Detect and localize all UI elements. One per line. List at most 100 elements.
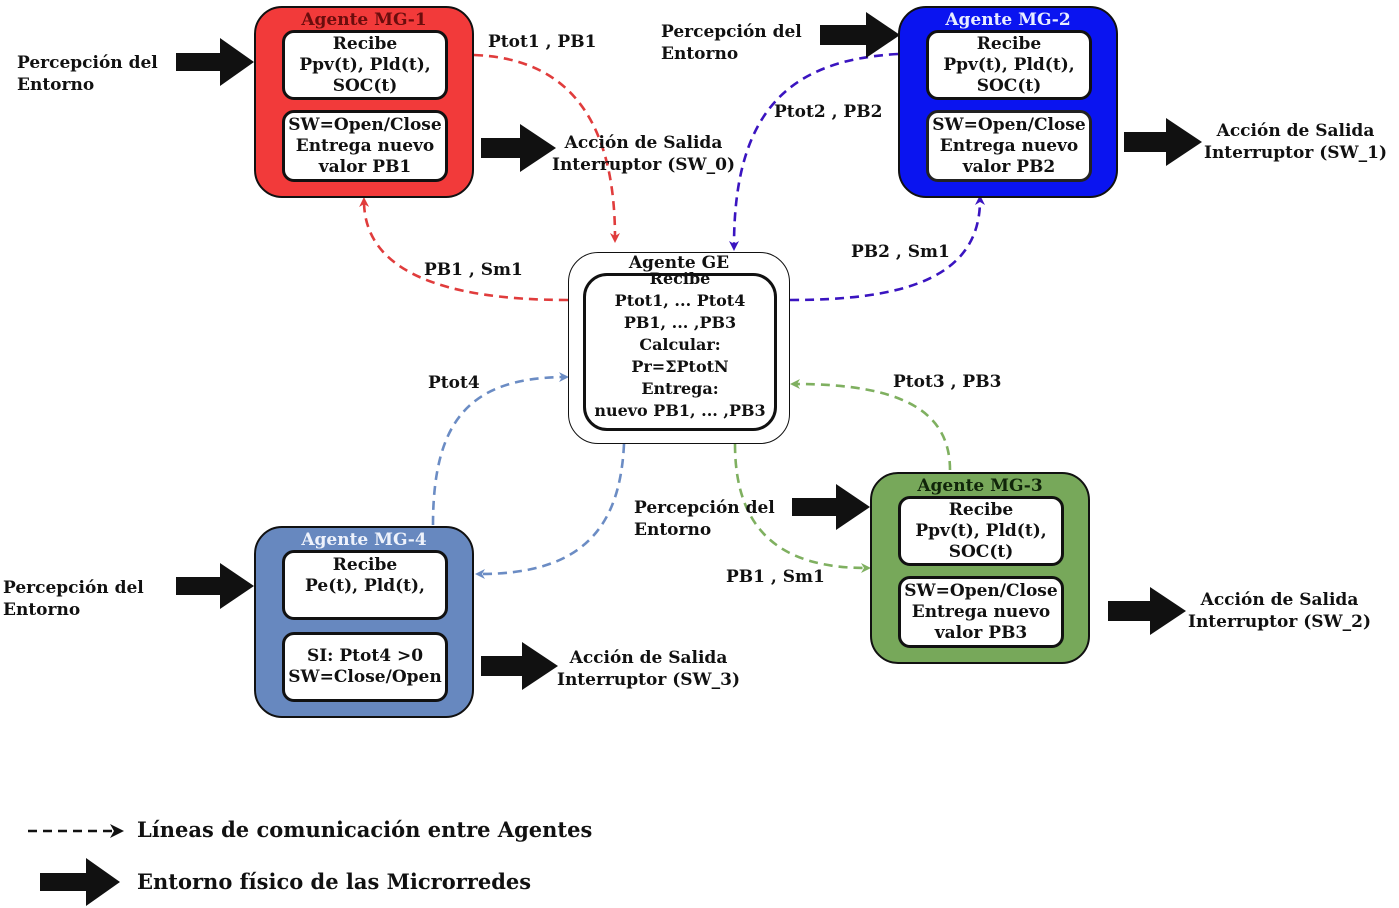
output-line: Acción de Salida	[564, 133, 723, 153]
receive-line: Ppv(t), Pld(t),	[915, 520, 1047, 541]
perception-line1: Percepción del	[3, 578, 144, 598]
perception-line2: Entorno	[634, 520, 712, 540]
link-label-ge-to-mg3: PB1 , Sm1	[726, 567, 825, 587]
ge-body-line: Calcular:	[639, 335, 721, 354]
link-mg3-to-ge	[790, 379, 952, 471]
output-label-sw0: Acción de Salida Interruptor (SW_0)	[552, 132, 735, 176]
perception-line2: Entorno	[661, 44, 739, 64]
action-line: valor PB2	[962, 156, 1056, 177]
output-arrow-mg1	[481, 124, 556, 172]
legend-dashed-arrowhead	[110, 824, 124, 838]
output-arrow-mg2	[1124, 118, 1202, 166]
link-ge-to-mg1	[359, 197, 569, 302]
link-ge-to-mg3	[733, 443, 871, 573]
receive-line: SOC(t)	[976, 75, 1042, 96]
ge-body-line: nuevo PB1, ... ,PB3	[594, 401, 766, 420]
action-line: SW=Open/Close	[932, 114, 1086, 135]
agent-mg1[interactable]: Agente MG-1 Recibe Ppv(t), Pld(t), SOC(t…	[254, 6, 474, 198]
output-arrow-mg3	[1108, 587, 1186, 635]
link-ge-to-mg2	[789, 195, 985, 302]
link-mg1-to-ge	[473, 53, 620, 243]
link-label-ge-to-mg2: PB2 , Sm1	[851, 242, 950, 262]
action-line: SI: Ptot4 >0	[306, 646, 424, 666]
action-line: valor PB3	[934, 622, 1028, 643]
agent-mg4[interactable]: Agente MG-4 Recibe Pe(t), Pld(t), SI: Pt…	[254, 526, 474, 718]
perception-arrow-mg1	[176, 38, 254, 86]
link-ge-to-mg4	[475, 443, 626, 579]
agent-mg3[interactable]: Agente MG-3 Recibe Ppv(t), Pld(t), SOC(t…	[870, 472, 1090, 664]
receive-line: Recibe	[948, 499, 1014, 520]
link-label-ge-to-mg1: PB1 , Sm1	[424, 260, 523, 280]
link-label-mg4-to-ge: Ptot4	[428, 373, 480, 393]
perception-label-mg2: Percepción del Entorno	[661, 21, 802, 65]
receive-line: Ppv(t), Pld(t),	[299, 54, 431, 75]
output-line: Interruptor (SW_1)	[1204, 143, 1387, 163]
ge-body-line: Recibe	[649, 269, 711, 288]
output-line: Acción de Salida	[1216, 121, 1375, 141]
agent-mg1-title: Agente MG-1	[301, 10, 427, 30]
action-line: SW=Open/Close	[904, 580, 1058, 601]
output-arrow-mg4	[481, 642, 558, 690]
agent-mg2-action: SW=Open/Close Entrega nuevo valor PB2	[926, 110, 1092, 182]
output-line: Acción de Salida	[1200, 590, 1359, 610]
output-line: Interruptor (SW_3)	[557, 670, 740, 690]
agent-ge[interactable]: Agente GE Recibe Ptot1, ... Ptot4 PB1, .…	[568, 252, 790, 444]
receive-line: Recibe	[332, 33, 398, 54]
agent-mg1-receive: Recibe Ppv(t), Pld(t), SOC(t)	[282, 30, 448, 100]
agent-mg4-action: SI: Ptot4 >0 SW=Close/Open	[282, 632, 448, 702]
perception-line2: Entorno	[3, 600, 81, 620]
receive-line: Pe(t), Pld(t),	[305, 576, 425, 596]
perception-line1: Percepción del	[634, 498, 775, 518]
perception-label-mg4: Percepción del Entorno	[3, 577, 144, 621]
action-line: Entrega nuevo	[295, 135, 435, 156]
agent-mg2-title: Agente MG-2	[945, 10, 1071, 30]
perception-line1: Percepción del	[661, 22, 802, 42]
link-label-mg3-to-ge: Ptot3 , PB3	[893, 372, 1002, 392]
agent-ge-title: Agente GE	[628, 253, 730, 273]
output-line: Interruptor (SW_0)	[552, 155, 735, 175]
output-label-sw1: Acción de Salida Interruptor (SW_1)	[1204, 120, 1387, 164]
perception-arrow-mg2	[820, 12, 900, 58]
ge-body-line: Ptot1, ... Ptot4	[614, 291, 746, 310]
link-label-mg2-to-ge: Ptot2 , PB2	[774, 102, 883, 122]
ge-body-line: PB1, ... ,PB3	[623, 313, 737, 332]
agent-mg4-receive: Recibe Pe(t), Pld(t),	[282, 550, 448, 620]
perception-arrow-mg3	[792, 484, 870, 530]
agent-mg3-receive: Recibe Ppv(t), Pld(t), SOC(t)	[898, 496, 1064, 566]
perception-label-mg1: Percepción del Entorno	[17, 52, 158, 96]
output-label-sw2: Acción de Salida Interruptor (SW_2)	[1188, 589, 1371, 633]
legend-dashed-label: Líneas de comunicación entre Agentes	[137, 817, 593, 842]
ge-body-line: Entrega:	[641, 379, 719, 398]
agent-mg2[interactable]: Agente MG-2 Recibe Ppv(t), Pld(t), SOC(t…	[898, 6, 1118, 198]
receive-line: Recibe	[976, 33, 1042, 54]
agent-mg3-action: SW=Open/Close Entrega nuevo valor PB3	[898, 576, 1064, 648]
receive-line: SOC(t)	[332, 75, 398, 96]
action-line: SW=Close/Open	[288, 667, 442, 687]
receive-line: SOC(t)	[948, 541, 1014, 562]
agent-ge-body: Recibe Ptot1, ... Ptot4 PB1, ... ,PB3 Ca…	[583, 269, 777, 431]
link-mg4-to-ge	[431, 372, 569, 526]
receive-line: Ppv(t), Pld(t),	[943, 54, 1075, 75]
action-line: SW=Open/Close	[288, 114, 442, 135]
legend-solid-label: Entorno físico de las Microrredes	[137, 869, 532, 894]
agent-mg1-action: SW=Open/Close Entrega nuevo valor PB1	[282, 110, 448, 182]
ge-body-line: Pr=ΣPtotN	[631, 357, 729, 376]
perception-line1: Percepción del	[17, 53, 158, 73]
perception-line2: Entorno	[17, 75, 95, 95]
output-line: Acción de Salida	[569, 648, 728, 668]
link-label-mg1-to-ge: Ptot1 , PB1	[488, 32, 597, 52]
perception-arrow-mg4	[176, 563, 254, 609]
action-line: valor PB1	[318, 156, 412, 177]
perception-label-mg3: Percepción del Entorno	[634, 497, 775, 541]
legend-thick-arrow	[40, 858, 120, 906]
agent-mg4-title: Agente MG-4	[301, 530, 427, 550]
action-line: Entrega nuevo	[911, 601, 1051, 622]
receive-line: Recibe	[332, 555, 398, 575]
agent-mg3-title: Agente MG-3	[917, 476, 1043, 496]
action-line: Entrega nuevo	[939, 135, 1079, 156]
agent-mg2-receive: Recibe Ppv(t), Pld(t), SOC(t)	[926, 30, 1092, 100]
link-mg2-to-ge	[729, 52, 899, 251]
output-label-sw3: Acción de Salida Interruptor (SW_3)	[557, 647, 740, 691]
output-line: Interruptor (SW_2)	[1188, 612, 1371, 632]
